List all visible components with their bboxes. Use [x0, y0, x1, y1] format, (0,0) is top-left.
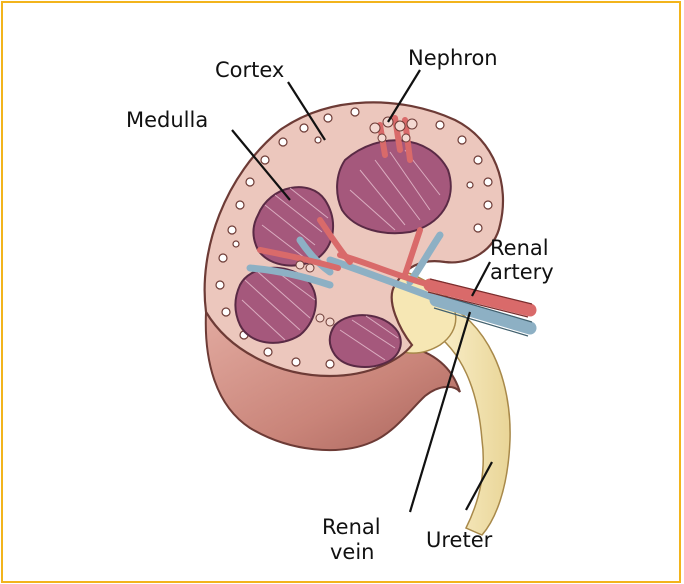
- label-ureter: Ureter: [426, 528, 492, 553]
- pyramid-lower: [330, 315, 401, 367]
- label-renal-artery-line1: Renal: [490, 236, 549, 261]
- label-renal-artery-line2: artery: [490, 260, 554, 285]
- label-cortex: Cortex: [215, 58, 284, 83]
- label-renal-vein-line1: Renal: [322, 515, 381, 540]
- label-medulla: Medulla: [126, 108, 208, 133]
- label-nephron: Nephron: [408, 46, 498, 71]
- label-renal-vein-line2: vein: [330, 540, 375, 565]
